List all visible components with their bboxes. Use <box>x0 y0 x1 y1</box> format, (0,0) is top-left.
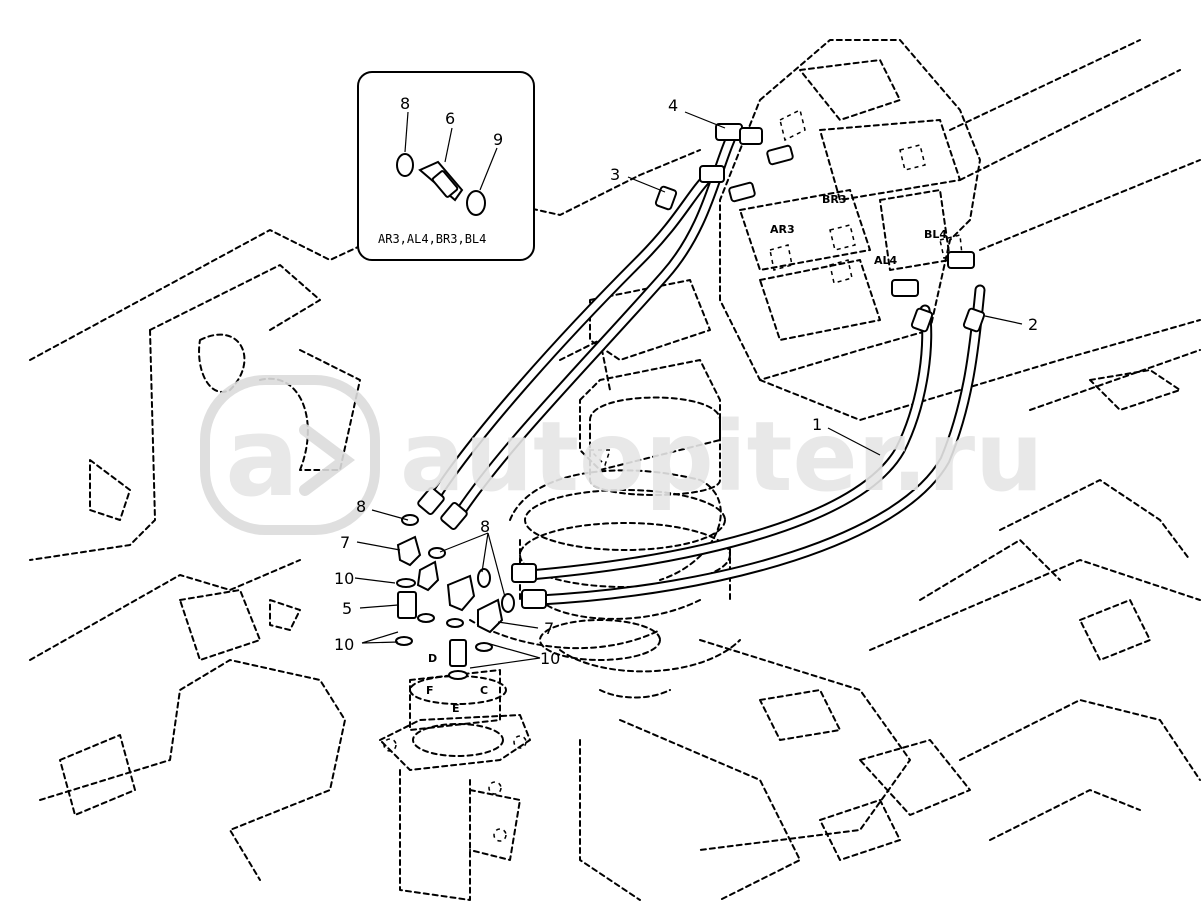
callouts: 4 3 2 1 8 7 10 5 10 8 7 10 <box>334 96 1038 668</box>
callout-7-left: 7 <box>340 533 350 552</box>
hoses <box>417 123 986 609</box>
inset-caption: AR3,AL4,BR3,BL4 <box>378 232 486 246</box>
elbow-7-right <box>477 598 504 634</box>
watermark: a autopiter.ru <box>200 375 1043 535</box>
inset-o-ring-8 <box>396 153 414 177</box>
o-ring-10-bottom <box>448 670 468 680</box>
control-valve-body <box>719 39 981 381</box>
port-label-c: C <box>480 684 488 697</box>
adapter-5 <box>397 591 417 619</box>
leader-lines <box>354 111 1023 669</box>
port-labels: BR3 AR3 BL4 AL4 D F E C <box>426 193 947 715</box>
callout-3: 3 <box>610 165 620 184</box>
callout-10-right: 10 <box>540 649 560 668</box>
callout-7-right: 7 <box>544 619 554 638</box>
o-ring-10-upper <box>396 578 416 588</box>
a-arrow-logo: a <box>200 375 380 535</box>
callout-8-left: 8 <box>356 497 366 516</box>
swing-motor <box>519 396 731 661</box>
adapter-center <box>449 639 467 667</box>
inset-label-6: 6 <box>445 109 455 128</box>
port-label-al4: AL4 <box>874 254 898 267</box>
callout-5: 5 <box>342 599 352 618</box>
inset-detail: 8 6 9 AR3,AL4,BR3,BL4 <box>357 71 535 261</box>
callout-10-left: 10 <box>334 635 354 654</box>
frame-outlines <box>29 39 1201 901</box>
watermark-text: autopiter.ru <box>400 401 1043 513</box>
swivel-fittings <box>395 514 515 680</box>
port-label-bl4: BL4 <box>924 228 947 241</box>
watermark-logo-a: a <box>225 393 299 521</box>
callout-4: 4 <box>668 96 678 115</box>
callout-2: 2 <box>1028 315 1038 334</box>
callout-1: 1 <box>812 415 822 434</box>
port-label-ar3: AR3 <box>770 223 795 236</box>
inset-label-9: 9 <box>493 130 503 149</box>
port-label-e: E <box>452 702 460 715</box>
o-ring-10-left <box>395 636 413 646</box>
inset-label-8: 8 <box>400 94 410 113</box>
port-label-br3: BR3 <box>822 193 847 206</box>
elbow-7-left <box>396 535 422 567</box>
inset-o-ring-9 <box>466 190 486 216</box>
port-label-f: F <box>426 684 434 697</box>
callout-8-right: 8 <box>480 517 490 536</box>
port-label-d: D <box>428 652 437 665</box>
callout-10-upper: 10 <box>334 569 354 588</box>
inset-frame <box>357 71 535 261</box>
center-swivel-joint <box>379 669 531 901</box>
inset-adapter-6 <box>418 160 464 202</box>
